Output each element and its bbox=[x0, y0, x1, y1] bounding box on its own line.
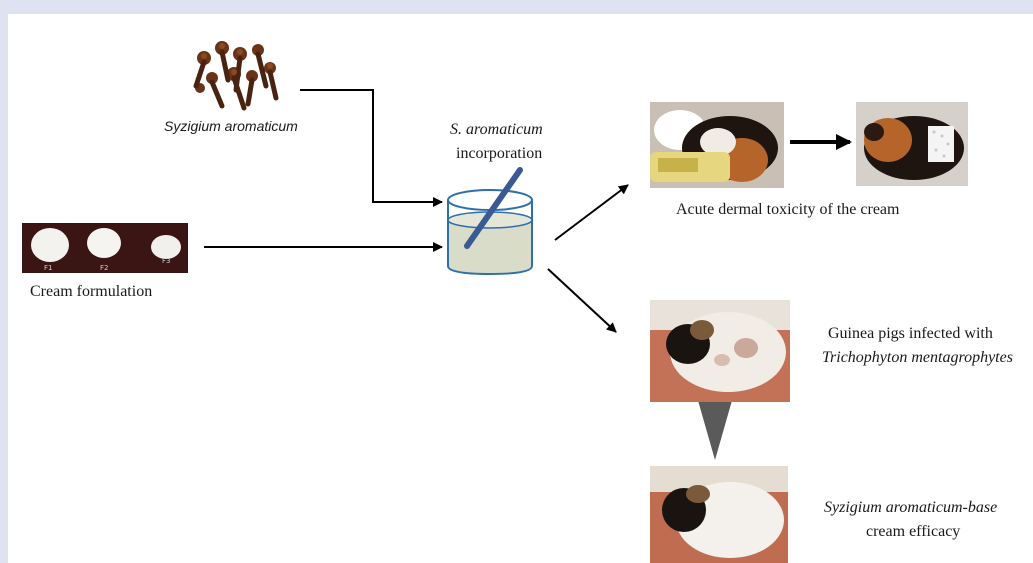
infected-label-2: Trichophyton mentagrophytes bbox=[822, 349, 1013, 366]
infected-label-1: Guinea pigs infected with bbox=[828, 325, 993, 342]
clove-photo bbox=[182, 28, 286, 114]
incorp-label-1: S. aromaticum bbox=[450, 121, 543, 138]
efficacy-label-1: Syzigium aromaticum-base bbox=[824, 499, 998, 516]
toxicity-photo-1 bbox=[650, 102, 784, 188]
cream-label: Cream formulation bbox=[30, 283, 153, 300]
diagram-canvas: Syzigium aromaticum F1 F2 F3 Cream formu… bbox=[8, 14, 1033, 563]
guinea-pig-treated-photo bbox=[650, 466, 788, 563]
cream-sample-label: F1 bbox=[44, 264, 52, 272]
incorp-label-2: incorporation bbox=[456, 145, 543, 162]
connector-arrows bbox=[204, 89, 852, 460]
toxicity-photo-2 bbox=[856, 102, 968, 186]
cream-photo: F1 F2 F3 bbox=[22, 223, 188, 273]
guinea-pig-infected-photo bbox=[650, 300, 790, 402]
beaker-icon bbox=[442, 164, 542, 279]
toxicity-label: Acute dermal toxicity of the cream bbox=[676, 201, 900, 218]
cream-sample-label: F2 bbox=[100, 264, 108, 272]
clove-to-beaker-arrow bbox=[300, 89, 443, 207]
clove-label: Syzigium aromaticum bbox=[164, 118, 298, 134]
beaker-to-infected-arrow bbox=[547, 268, 617, 333]
efficacy-label-2: cream efficacy bbox=[866, 523, 961, 540]
beaker-to-toxicity-arrow bbox=[554, 184, 629, 241]
cream-sample-label: F3 bbox=[162, 257, 170, 265]
